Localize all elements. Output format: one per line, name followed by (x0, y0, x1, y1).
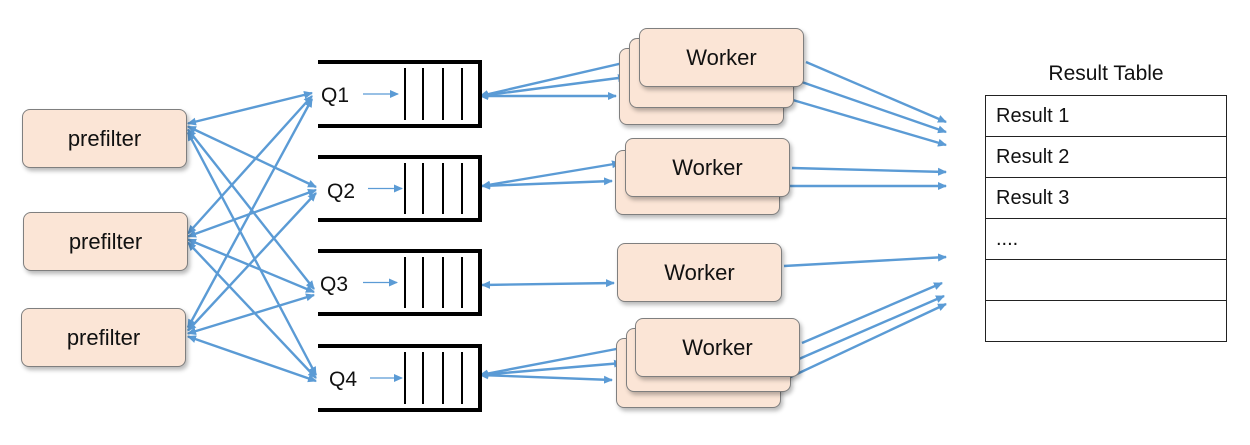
arrow (781, 302, 947, 383)
worker-label: Worker (686, 44, 757, 70)
table-row (985, 259, 1227, 301)
queue-label-q2: Q2 (327, 180, 356, 203)
queue-label-q4: Q4 (329, 368, 358, 391)
arrow (801, 281, 943, 345)
worker-box: Worker (635, 318, 800, 377)
worker-label: Worker (672, 154, 743, 180)
prefilter-box: prefilter (21, 308, 186, 367)
bidirectional-arrow (481, 177, 613, 190)
bidirectional-arrow (186, 131, 318, 376)
bidirectional-arrow (479, 359, 623, 379)
queues-group (318, 60, 482, 412)
table-cell (985, 300, 1227, 342)
arrow (795, 78, 947, 134)
table-cell: Result 2 (985, 136, 1227, 178)
bidirectional-arrow (187, 335, 317, 383)
queue-outline (318, 344, 482, 412)
queue-1 (318, 60, 482, 128)
table-row: Result 1 (985, 95, 1227, 137)
table-cell: .... (985, 218, 1227, 260)
queue-outline (318, 60, 482, 128)
queue-outline (318, 155, 482, 222)
result-table: Result 1 Result 2 Result 3 .... (985, 95, 1227, 342)
prefilter-label: prefilter (68, 228, 143, 254)
bidirectional-arrow (187, 125, 317, 189)
connection-arrows (186, 57, 947, 384)
prefilter-label: prefilter (66, 324, 141, 350)
table-row: .... (985, 218, 1227, 260)
table-cell (985, 259, 1227, 301)
queue-2 (318, 155, 482, 222)
queue-outline (318, 249, 482, 316)
result-table-title: Result Table (1048, 62, 1164, 85)
queue-label-q1: Q1 (321, 84, 350, 107)
prefilter-box: prefilter (23, 212, 188, 271)
table-row: Result 3 (985, 177, 1227, 219)
worker-label: Worker (682, 334, 753, 360)
bidirectional-arrow (481, 279, 615, 289)
arrow (791, 294, 945, 364)
table-row (985, 300, 1227, 342)
bidirectional-arrow (187, 293, 315, 335)
table-cell: Result 3 (985, 177, 1227, 219)
prefilter-box: prefilter (22, 109, 187, 168)
worker-box: Worker (617, 243, 782, 302)
prefilter-label: prefilter (67, 125, 142, 151)
arrow (805, 60, 947, 124)
queue-3 (318, 249, 482, 316)
table-row: Result 2 (985, 136, 1227, 178)
worker-label: Worker (664, 259, 735, 285)
table-cell: Result 1 (985, 95, 1227, 137)
queue-label-q3: Q3 (320, 273, 349, 296)
arrow (785, 96, 947, 147)
worker-box: Worker (639, 28, 804, 87)
bidirectional-arrow (479, 343, 633, 378)
arrow (791, 166, 947, 176)
bidirectional-arrow (187, 91, 313, 126)
bidirectional-arrow (479, 371, 613, 384)
worker-box: Worker (625, 138, 790, 197)
queue-4 (318, 344, 482, 412)
arrow (783, 253, 947, 268)
